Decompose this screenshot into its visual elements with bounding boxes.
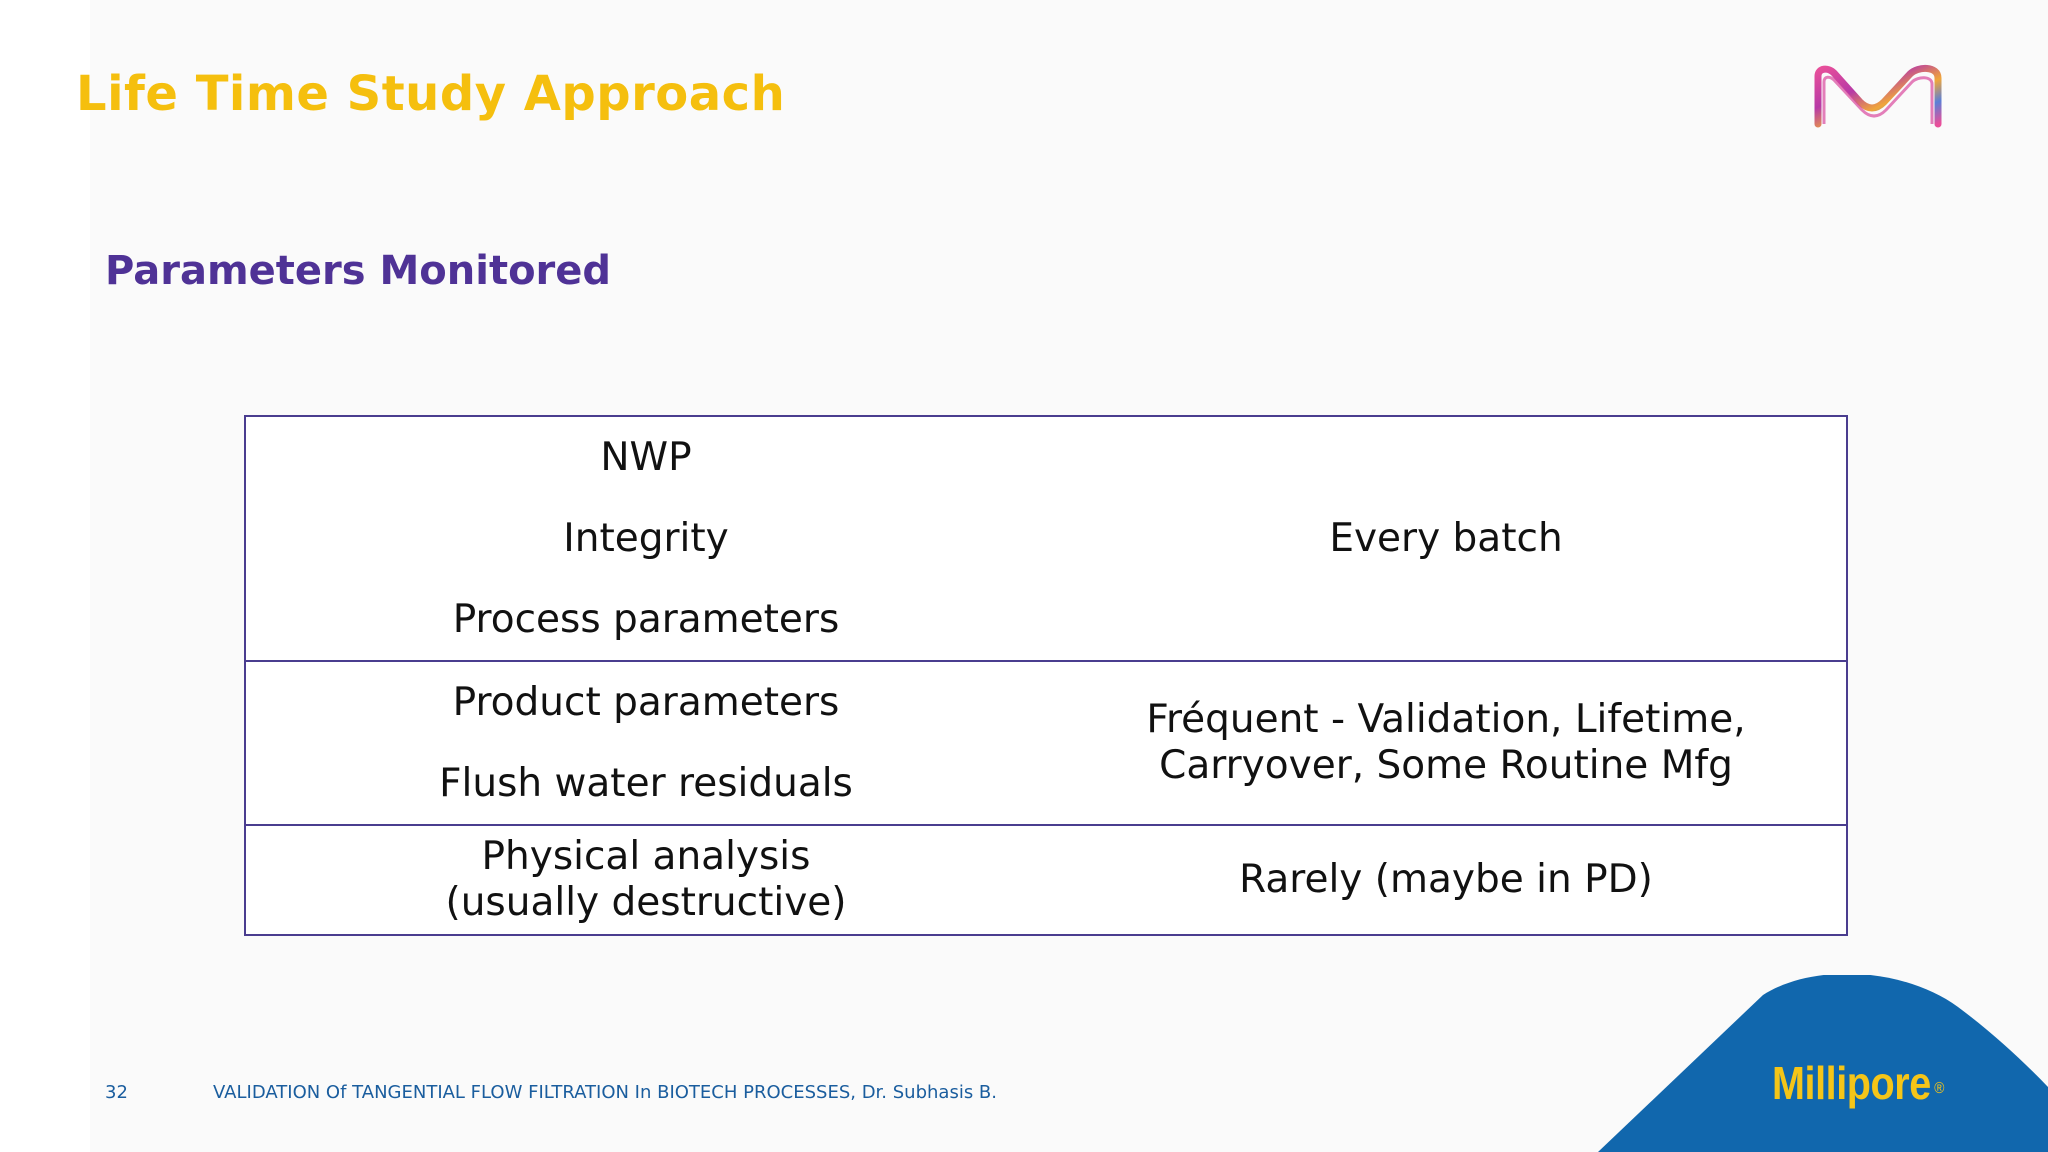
parameter-item: Integrity xyxy=(563,516,729,561)
parameters-cell: Physical analysis (usually destructive) xyxy=(244,824,1046,936)
registered-mark: ® xyxy=(1934,1080,1944,1097)
parameters-cell: Product parameters Flush water residuals xyxy=(244,660,1046,826)
parameter-item: Process parameters xyxy=(452,597,840,642)
frequency-cell: Fréquent - Validation, Lifetime, Carryov… xyxy=(1046,660,1848,826)
parameters-cell: NWP Integrity Process parameters xyxy=(244,415,1046,662)
parameter-item: Product parameters xyxy=(452,680,840,725)
frequency-cell: Rarely (maybe in PD) xyxy=(1046,824,1848,936)
parameter-item: Physical analysis xyxy=(481,834,811,879)
table-row: Product parameters Flush water residuals… xyxy=(244,660,1848,826)
millipore-logo: Millipore® xyxy=(1772,1056,1944,1110)
parameter-item: NWP xyxy=(600,435,692,480)
parameter-item: (usually destructive) xyxy=(445,880,847,925)
table-row: NWP Integrity Process parameters Every b… xyxy=(244,415,1848,662)
frequency-text: Rarely (maybe in PD) xyxy=(1239,857,1653,902)
parameter-item: Flush water residuals xyxy=(439,761,853,806)
slide-title: Life Time Study Approach xyxy=(76,66,786,122)
table-row: Physical analysis (usually destructive) … xyxy=(244,824,1848,936)
frequency-text: Every batch xyxy=(1329,515,1563,561)
section-heading: Parameters Monitored xyxy=(105,248,612,294)
page-number: 32 xyxy=(105,1082,128,1103)
footer-text: VALIDATION Of TANGENTIAL FLOW FILTRATION… xyxy=(213,1082,997,1103)
merck-m-logo-icon xyxy=(1814,65,1942,128)
parameters-table: NWP Integrity Process parameters Every b… xyxy=(244,415,1848,936)
frequency-cell: Every batch xyxy=(1046,415,1848,662)
frequency-text: Fréquent - Validation, Lifetime, xyxy=(1146,697,1746,742)
frequency-text: Carryover, Some Routine Mfg xyxy=(1159,743,1733,788)
brand-shape xyxy=(1598,975,2048,1152)
brand-name-text: Millipore xyxy=(1772,1057,1931,1109)
